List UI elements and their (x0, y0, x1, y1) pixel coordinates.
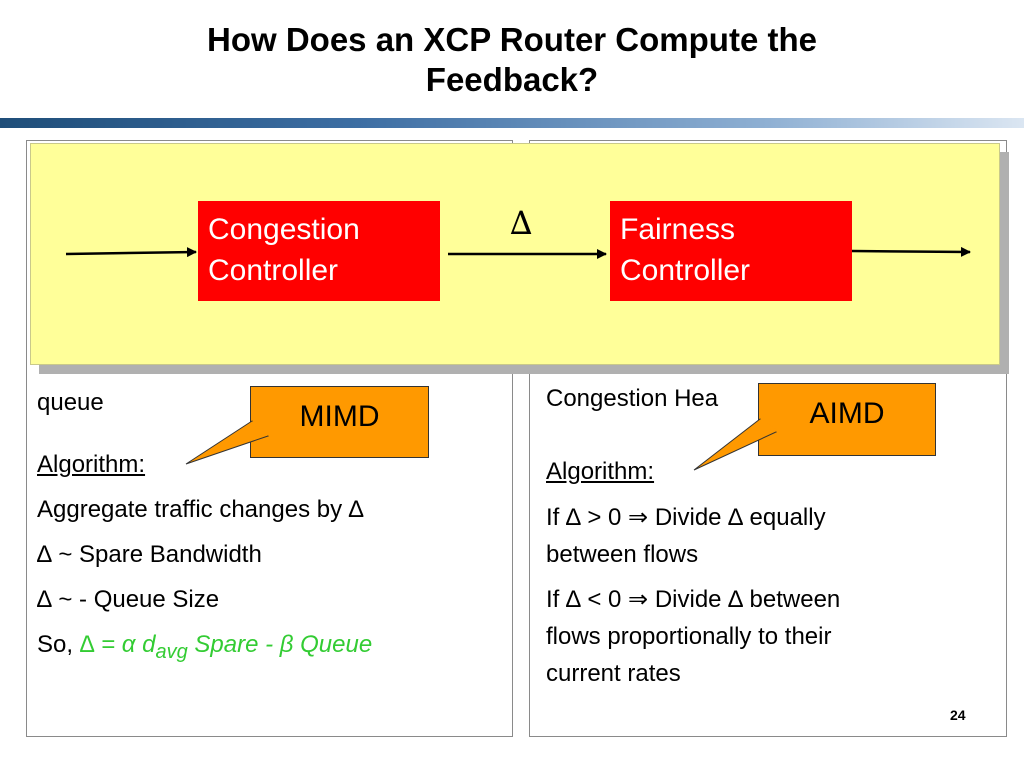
left-partial-text: queue (37, 389, 104, 416)
congestion-controller-line2: Controller (208, 254, 339, 287)
fairness-controller-line1: Fairness (620, 213, 736, 246)
delta-label: ∆ (510, 204, 533, 242)
right-rule1-line2: between flows (546, 541, 699, 568)
formula-part1: ∆ = α d (79, 631, 156, 658)
formula-part2: Spare - β Queue (187, 631, 373, 658)
slide-title-line1: How Does an XCP Router Compute the (207, 21, 817, 58)
formula-prefix: So, (37, 631, 80, 658)
mimd-callout: MIMD (250, 386, 429, 458)
slide-title: How Does an XCP Router Compute the Feedb… (0, 20, 1024, 100)
aimd-callout: AIMD (758, 383, 936, 456)
right-rule2-line2: flows proportionally to their (546, 623, 832, 650)
page-number: 24 (950, 707, 966, 723)
fairness-controller-box: Fairness Controller (610, 201, 852, 301)
congestion-controller-line1: Congestion (208, 213, 360, 246)
right-rule2-line1: If ∆ < 0 ⇒ Divide ∆ between (546, 586, 841, 613)
left-line-spare-bandwidth: ∆ ~ Spare Bandwidth (37, 541, 262, 568)
left-algorithm-label: Algorithm: (37, 451, 146, 478)
slide-title-line2: Feedback? (425, 61, 599, 98)
left-formula-line: So, ∆ = α davg Spare - β Queue (37, 630, 372, 667)
formula-subscript: avg (155, 640, 188, 663)
controller-diagram (30, 143, 1000, 365)
mimd-callout-text: MIMD (299, 400, 380, 433)
left-line-aggregate: Aggregate traffic changes by ∆ (37, 496, 364, 523)
right-rule1-line1: If ∆ > 0 ⇒ Divide ∆ equally (546, 504, 826, 531)
aimd-callout-text: AIMD (809, 397, 885, 430)
right-rule2-line3: current rates (546, 660, 681, 687)
right-partial-text: Congestion Hea (546, 385, 719, 412)
title-divider-bar (0, 118, 1024, 128)
right-algorithm-label: Algorithm: (546, 458, 655, 485)
fairness-controller-line2: Controller (620, 254, 751, 287)
congestion-controller-box: Congestion Controller (198, 201, 440, 301)
left-line-queue-size: ∆ ~ - Queue Size (37, 586, 220, 613)
